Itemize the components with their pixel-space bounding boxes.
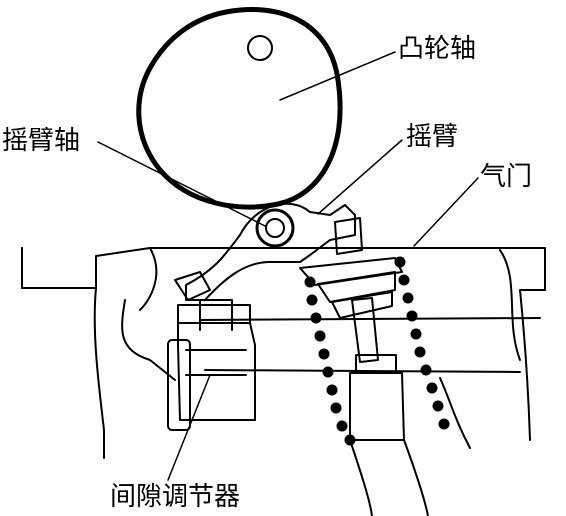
leader-lash-adjuster: [167, 374, 211, 481]
spring-coil: [438, 418, 450, 430]
spring-coil: [304, 276, 316, 288]
spring-coil: [406, 310, 418, 322]
spring-coil: [310, 312, 322, 324]
spring-coil: [398, 274, 410, 286]
spring-coil: [344, 434, 356, 446]
valve-spring: [304, 256, 450, 446]
spring-coil: [410, 328, 422, 340]
spring-coil: [318, 348, 330, 360]
spring-coil: [394, 256, 406, 268]
label-valve: 气门: [480, 162, 533, 192]
valve-assembly: [299, 217, 429, 516]
rocker-arm: [174, 202, 356, 301]
spring-coil: [420, 364, 432, 376]
camshaft: [136, 7, 343, 210]
spring-coil: [432, 400, 444, 412]
rocker-shaft: [255, 208, 295, 248]
spring-coil: [336, 420, 348, 432]
leader-camshaft: [279, 51, 396, 101]
label-camshaft: 凸轮轴: [398, 34, 477, 64]
lash-adjuster: [167, 299, 256, 431]
spring-coil: [314, 330, 326, 342]
spring-coil: [426, 382, 438, 394]
leader-valve: [413, 177, 479, 247]
spring-coil: [306, 294, 318, 306]
spring-coil: [414, 346, 426, 358]
cylinder-head: [21, 247, 546, 459]
spring-coil: [402, 292, 414, 304]
spring-coil: [322, 366, 334, 378]
label-rocker-shaft: 摇臂轴: [2, 126, 81, 156]
rocker-shaft-bore: [265, 218, 285, 238]
spring-coil: [330, 402, 342, 414]
leader-rocker-arm: [317, 139, 403, 215]
leader-rocker-shaft: [97, 141, 266, 227]
spring-coil: [326, 384, 338, 396]
label-rocker-arm: 摇臂: [406, 122, 459, 152]
label-lash-adjuster: 间隙调节器: [110, 482, 241, 512]
